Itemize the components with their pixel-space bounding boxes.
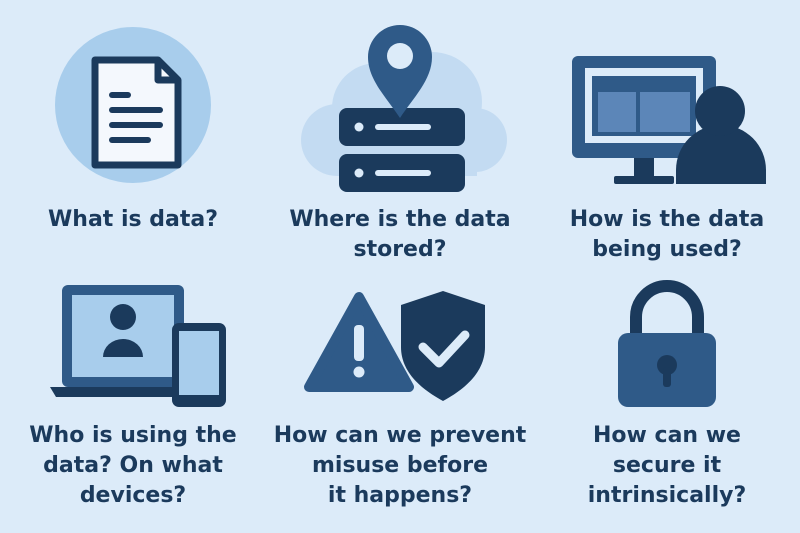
monitor-icon [572, 56, 716, 184]
question-caption: How can we prevent misuse before it happ… [267, 421, 533, 511]
server-icon [339, 108, 465, 192]
monitor-user-icon [572, 56, 766, 184]
caption-line: How is the data [569, 207, 765, 232]
question-caption: Where is the data stored? [267, 205, 533, 265]
question-secure-intrinsically: How can we secure it intrinsically? [534, 267, 800, 533]
question-where-stored: Where is the data stored? [267, 0, 533, 266]
document-icon [55, 27, 211, 183]
question-caption: What is data? [0, 205, 266, 235]
caption-line: Where is the data [289, 207, 511, 232]
warning-triangle-icon [304, 292, 414, 392]
question-caption: Who is using the data? On what devices? [0, 421, 266, 511]
caption-line: How can we [593, 423, 741, 448]
caption-line: secure it [612, 453, 722, 478]
caption-line: What is data? [48, 207, 218, 232]
question-how-used: How is the data being used? [534, 0, 800, 266]
cloud-server-location-icon [301, 25, 507, 192]
location-pin-icon [368, 25, 432, 118]
user-icon [676, 86, 766, 184]
caption-line: misuse before [311, 453, 489, 478]
caption-line: data? On what [43, 453, 223, 478]
caption-line: it happens? [327, 483, 473, 508]
question-caption: How is the data being used? [534, 205, 800, 265]
shield-check-icon [401, 291, 485, 401]
caption-line: How can we prevent [273, 423, 527, 448]
caption-line: Who is using the [29, 423, 237, 448]
question-caption: How can we secure it intrinsically? [534, 421, 800, 511]
padlock-icon [618, 280, 716, 407]
caption-line: devices? [79, 483, 187, 508]
caption-line: stored? [353, 237, 447, 262]
question-who-using: Who is using the data? On what devices? [0, 267, 266, 533]
caption-line: being used? [592, 237, 742, 262]
laptop-icon [50, 285, 196, 397]
phone-icon [172, 323, 226, 407]
warning-shield-icon [304, 291, 485, 401]
question-what-is-data: What is data? [0, 0, 266, 266]
laptop-phone-user-icon [50, 285, 226, 407]
question-prevent-misuse: How can we prevent misuse before it happ… [267, 267, 533, 533]
caption-line: intrinsically? [587, 483, 747, 508]
